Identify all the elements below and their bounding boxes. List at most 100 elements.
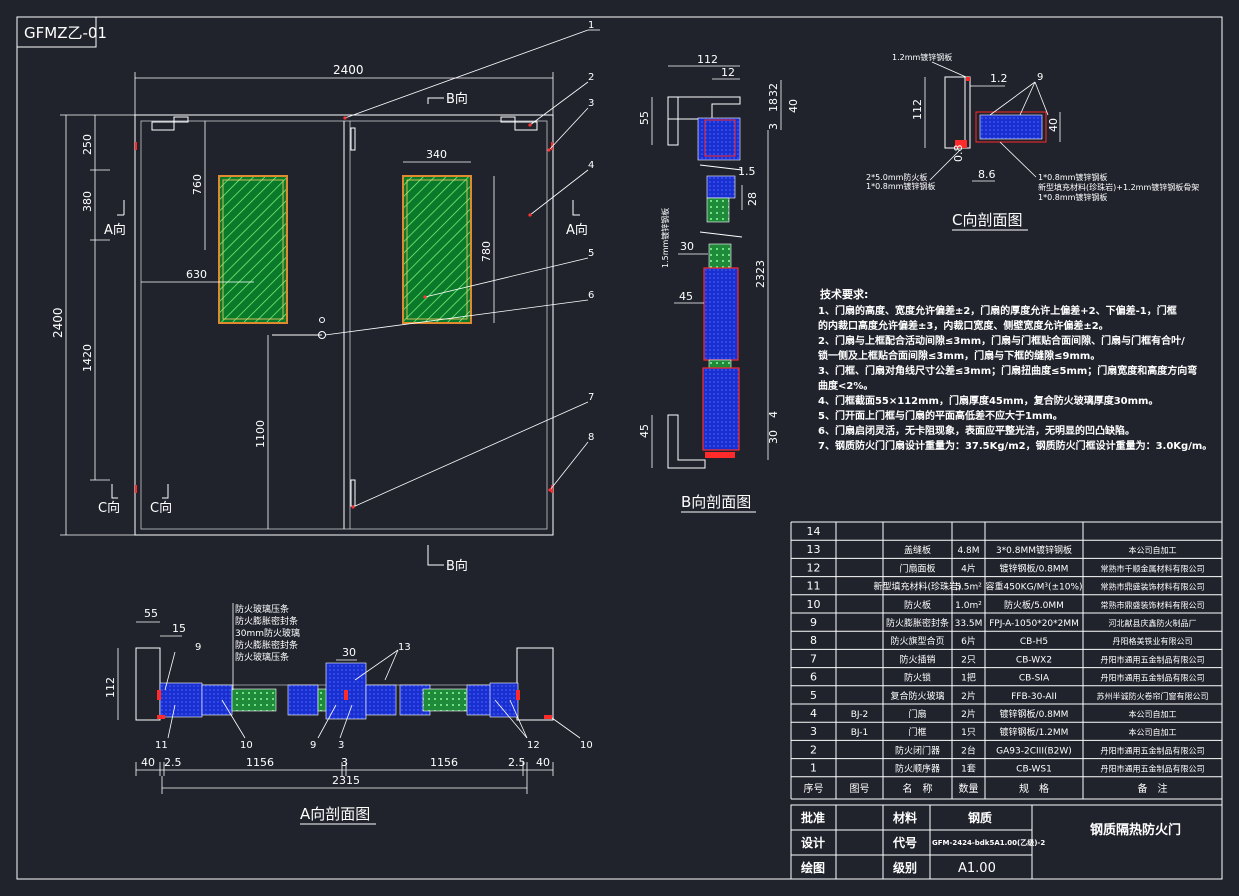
sec-b-dim-112: 112 bbox=[697, 53, 718, 66]
bom-cell: 本公司自加工 bbox=[1129, 709, 1177, 719]
tech-heading: 技术要求: bbox=[820, 287, 868, 301]
sec-b-dim-45b: 45 bbox=[638, 424, 651, 438]
sec-b-dim-55: 55 bbox=[638, 111, 651, 125]
bom-cell: GA93-2CIII(B2W) bbox=[996, 746, 1072, 756]
bom-header-cell: 图号 bbox=[850, 783, 870, 795]
front-view: 2400 2400 250 380 1420 760 780 340 630 1… bbox=[51, 20, 600, 574]
svg-text:7、钢质防火门门扇设计重量为：37.5Kg/m2，钢质防火门: 7、钢质防火门门扇设计重量为：37.5Kg/m2，钢质防火门框设计重量为：3.0… bbox=[818, 439, 1212, 452]
title-block: 批准 设计 绘图 材料 钢质 代号 GFM-2424-bdk5A1.00(乙级)… bbox=[790, 804, 1223, 880]
sec-a-bdim-4: 3 bbox=[341, 756, 348, 769]
svg-text:5、门开面上门框与门扇的平面高低差不应大于1mm。: 5、门开面上门框与门扇的平面高低差不应大于1mm。 bbox=[818, 409, 1063, 422]
sec-b-dim-12: 12 bbox=[721, 66, 735, 79]
bom-cell: 丹阳格美铁业有限公司 bbox=[1113, 636, 1193, 646]
bom-cell: 苏州半诚防火卷帘门窗有限公司 bbox=[1097, 691, 1209, 701]
dim-1100: 1100 bbox=[254, 420, 267, 448]
bom-cell: 11 bbox=[807, 580, 821, 593]
sec-c-note-r1: 1*0.8mm镀锌钢板 bbox=[1038, 172, 1107, 182]
bom-cell: 常熟市千顺金属材料有限公司 bbox=[1101, 563, 1205, 573]
bom-cell: 丹阳市通用五金制品有限公司 bbox=[1101, 654, 1205, 664]
bom-cell: 丹阳市通用五金制品有限公司 bbox=[1101, 745, 1205, 755]
sec-a-callout-10b: 10 bbox=[580, 740, 593, 751]
bom-cell: 12 bbox=[807, 561, 821, 574]
tb-grade-label: 级别 bbox=[893, 860, 917, 875]
bom-cell: 防火闭门器 bbox=[895, 744, 940, 756]
sec-b-rdim-32: 32 bbox=[767, 83, 780, 97]
sec-a-dim-30: 30 bbox=[342, 646, 356, 659]
drawing-id-box bbox=[16, 16, 97, 48]
sec-a-dim-55: 55 bbox=[144, 607, 158, 620]
sec-a-bdim-1: 40 bbox=[141, 756, 155, 769]
bom-cell: 4.8M bbox=[957, 546, 979, 556]
bom-cell: 河北献县庆鑫防火制品厂 bbox=[1109, 618, 1197, 628]
bom-cell: 6片 bbox=[961, 635, 976, 647]
bom-cell: 33.5M bbox=[955, 619, 983, 629]
bom-header-cell: 规 格 bbox=[1019, 782, 1049, 795]
callout-7: 7 bbox=[588, 392, 594, 403]
sec-c-dim-86: 8.6 bbox=[978, 168, 996, 181]
bom-cell: 常熟市鼎盛装饰材料有限公司 bbox=[1101, 600, 1205, 610]
section-c: 1.2mm镀锌钢板 1.2 112 40 0.8 8.6 9 2*5.0mm防火… bbox=[866, 52, 1199, 231]
view-a-right: A向 bbox=[566, 222, 588, 238]
bom-cell: 14 bbox=[807, 525, 821, 538]
svg-text:3、门框、门扇对角线尺寸公差≤3mm；门扇扭曲度≤5mm；门: 3、门框、门扇对角线尺寸公差≤3mm；门扇扭曲度≤5mm；门扇宽度和高度方向弯 bbox=[818, 364, 1197, 377]
sec-b-dim-15: 1.5 bbox=[738, 165, 756, 178]
window-left bbox=[218, 175, 288, 324]
callout-2: 2 bbox=[588, 72, 594, 83]
sec-b-rdim-18: 18 bbox=[767, 98, 780, 112]
bom-cell: 防火板/5.0MM bbox=[1004, 599, 1064, 611]
dim-window-w: 340 bbox=[426, 148, 447, 161]
sec-a-bdim-5: 1156 bbox=[430, 756, 458, 769]
callout-1: 1 bbox=[588, 20, 594, 31]
sec-a-callout-9b: 9 bbox=[310, 740, 316, 751]
dim-window-h2: 780 bbox=[480, 241, 493, 262]
sec-c-note-r2: 新型填充材料(珍珠岩)+1.2mm镀锌钢板骨架 bbox=[1038, 182, 1199, 192]
view-b-top: B向 bbox=[446, 91, 468, 107]
view-c-1: C向 bbox=[98, 500, 120, 516]
bom-cell: CB-WS1 bbox=[1016, 765, 1052, 775]
bom-cell: 门扇面板 bbox=[899, 562, 935, 574]
door-frame bbox=[134, 114, 554, 536]
bom-cell: 1套 bbox=[961, 763, 976, 775]
bom-cell: 丹阳市通用五金制品有限公司 bbox=[1101, 673, 1205, 683]
bom-cell: 8 bbox=[810, 634, 817, 647]
bom-cell: BJ-2 bbox=[851, 710, 868, 720]
sec-a-title: A向剖面图 bbox=[300, 805, 370, 823]
callout-5: 5 bbox=[588, 248, 594, 259]
bom-cell: 13 bbox=[807, 543, 821, 556]
bom-cell: 门扇 bbox=[908, 708, 926, 720]
sec-b-side-label: 1.5mm镀锌钢板 bbox=[660, 208, 670, 268]
door-closer-left bbox=[151, 121, 175, 131]
bom-cell: 2只 bbox=[961, 655, 976, 665]
bom-cell: 6 bbox=[810, 671, 817, 684]
sec-a-callout-3: 3 bbox=[338, 740, 344, 751]
callout-6: 6 bbox=[588, 290, 594, 301]
bom-cell: 新型填充材料(珍珠岩) bbox=[873, 581, 961, 593]
bom-cell: 5.5m² bbox=[955, 583, 982, 593]
bom-cell: 3*0.8MM镀锌钢板 bbox=[996, 544, 1072, 556]
sec-a-bdim-7: 40 bbox=[536, 756, 550, 769]
bom-cell: 镀锌钢板/0.8MM bbox=[1000, 562, 1069, 574]
tech-requirements: 技术要求: 1、门扇的高度、宽度允许偏差±2，门扇的厚度允许上偏差+2、下偏差-… bbox=[818, 287, 1212, 452]
bom-cell: BJ-1 bbox=[851, 728, 868, 738]
bom-cell: 4 bbox=[810, 707, 817, 720]
sec-b-dim-30: 30 bbox=[680, 240, 694, 253]
svg-text:1、门扇的高度、宽度允许偏差±2，门扇的厚度允许上偏差+2、: 1、门扇的高度、宽度允许偏差±2，门扇的厚度允许上偏差+2、下偏差-1，门框 bbox=[818, 304, 1177, 317]
bom-cell: 2片 bbox=[961, 690, 976, 702]
tb-design: 设计 bbox=[801, 835, 825, 850]
bom-cell: 4片 bbox=[961, 562, 976, 574]
bom-cell: CB-SIA bbox=[1019, 674, 1050, 684]
dim-left-3: 1420 bbox=[81, 344, 94, 372]
tb-material-label: 材料 bbox=[892, 810, 917, 825]
sec-c-note-l2: 1*0.8mm镀锌钢板 bbox=[866, 181, 935, 191]
bom-cell: 防火锁 bbox=[904, 672, 931, 684]
dim-630: 630 bbox=[186, 268, 207, 281]
bom-cell: 1.0m² bbox=[955, 601, 982, 611]
svg-text:防火玻璃压条: 防火玻璃压条 bbox=[235, 651, 289, 663]
sec-c-callout-9: 9 bbox=[1037, 72, 1043, 83]
sec-a-dim-15: 15 bbox=[172, 622, 186, 635]
bom-cell: 丹阳市通用五金制品有限公司 bbox=[1101, 764, 1205, 774]
sheet-border bbox=[16, 16, 1223, 880]
dim-left-2: 380 bbox=[81, 191, 94, 212]
bom-cell: 1只 bbox=[961, 728, 976, 738]
